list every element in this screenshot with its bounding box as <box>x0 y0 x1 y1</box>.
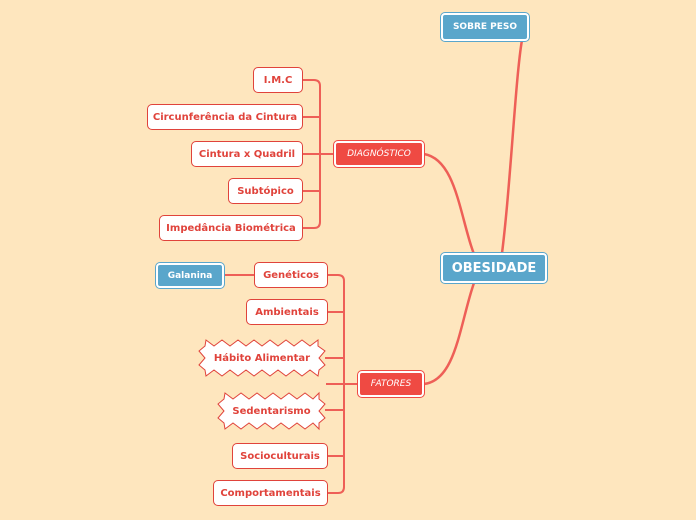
subtopic-sedentarismo[interactable]: Sedentarismo <box>215 390 328 432</box>
subtopic-galanina[interactable]: Galanina <box>156 263 224 288</box>
subtopic-ambientais[interactable]: Ambientais <box>246 299 328 325</box>
topic-fatores[interactable]: FATORES <box>358 371 424 397</box>
zigzag-border-shape <box>198 339 326 377</box>
subtopic-habito-alimentar[interactable]: Hábito Alimentar <box>196 337 328 379</box>
subtopic-circunferencia-cintura[interactable]: Circunferência da Cintura <box>147 104 303 130</box>
zigzag-border-shape <box>217 391 326 431</box>
sedentarismo-label: Sedentarismo <box>232 405 311 417</box>
subtopic-comportamentais[interactable]: Comportamentais <box>213 480 328 506</box>
subtopic-impedancia-biometrica[interactable]: Impedância Biométrica <box>159 215 303 241</box>
topic-diagnostico[interactable]: DIAGNÓSTICO <box>334 141 424 167</box>
habito-alimentar-label: Hábito Alimentar <box>213 352 311 364</box>
subtopic-cintura-quadril[interactable]: Cintura x Quadril <box>191 141 303 167</box>
subtopic-subtopico[interactable]: Subtópico <box>228 178 303 204</box>
subtopic-socioculturais[interactable]: Socioculturais <box>232 443 328 469</box>
topic-sobre-peso[interactable]: SOBRE PESO <box>441 13 529 41</box>
central-topic[interactable]: OBESIDADE <box>441 253 547 283</box>
subtopic-imc[interactable]: I.M.C <box>253 67 303 93</box>
subtopic-geneticos[interactable]: Genéticos <box>254 262 328 288</box>
